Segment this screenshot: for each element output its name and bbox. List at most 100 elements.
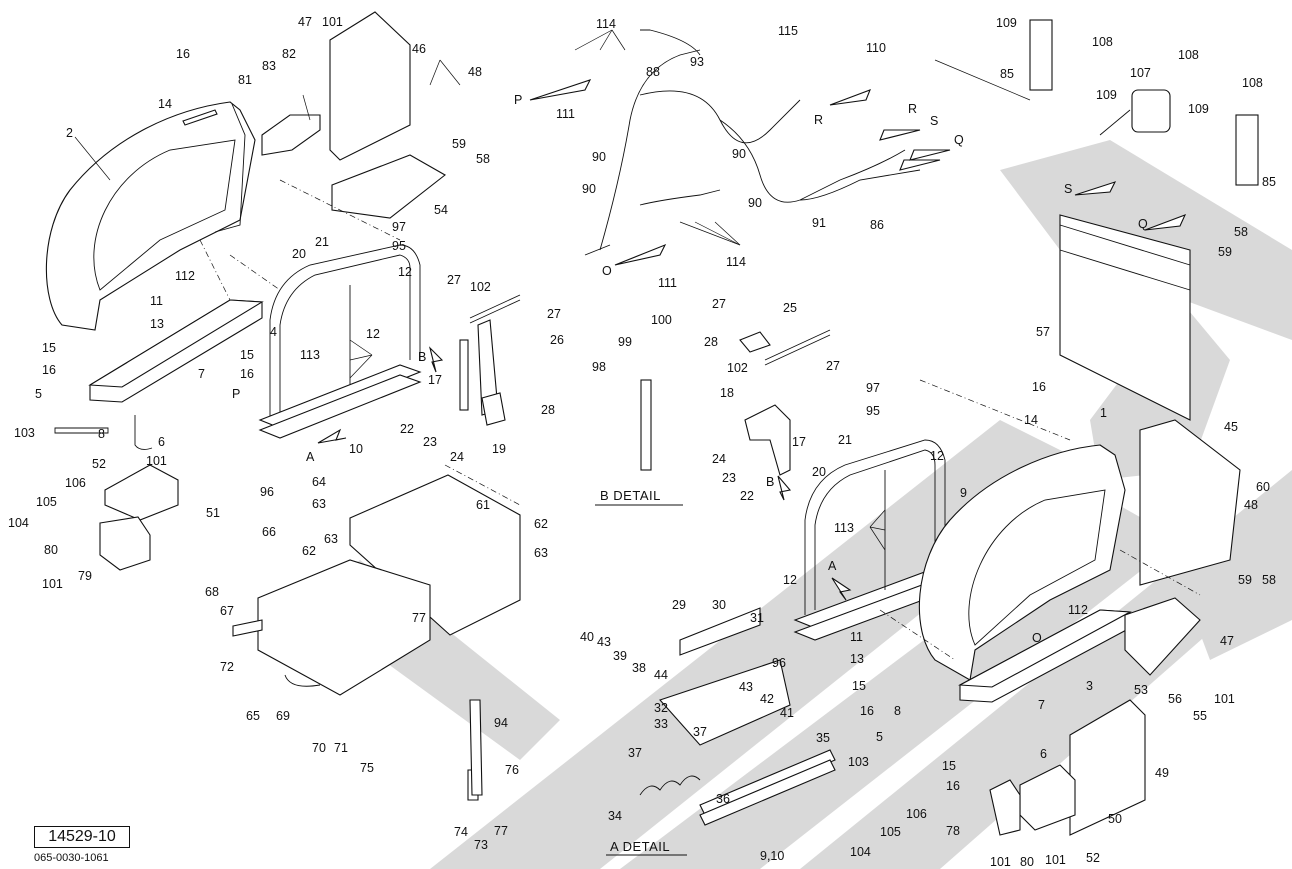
callout-99: 99: [618, 335, 632, 349]
callout-36: 36: [716, 792, 730, 806]
frame-rail-4: [88, 299, 264, 403]
callout-13: 13: [150, 317, 164, 331]
callout-104: 104: [850, 845, 871, 859]
callout-6: 6: [158, 435, 165, 449]
callout-24: 24: [450, 450, 464, 464]
callout-77: 77: [412, 611, 426, 625]
callout-43: 43: [739, 680, 753, 694]
callout-4: 4: [270, 325, 277, 339]
callout-97: 97: [866, 381, 880, 395]
callout-27: 27: [547, 307, 561, 321]
callout-42: 42: [760, 692, 774, 706]
callout-17: 17: [428, 373, 442, 387]
arrow-label-s: S: [930, 114, 938, 128]
callout-64: 64: [312, 475, 326, 489]
callout-101: 101: [322, 15, 343, 29]
callout-104: 104: [8, 516, 29, 530]
callout-90: 90: [592, 150, 606, 164]
callout-50: 50: [1108, 812, 1122, 826]
callout-75: 75: [360, 761, 374, 775]
callout-105: 105: [36, 495, 57, 509]
arrow-label-o: O: [1032, 631, 1042, 645]
callout-106: 106: [65, 476, 86, 490]
callout-21: 21: [315, 235, 329, 249]
gas-spring-17: [459, 339, 469, 411]
mount-107: [1131, 89, 1171, 133]
callout-16: 16: [240, 367, 254, 381]
panel-45: [1139, 419, 1241, 586]
callout-101: 101: [990, 855, 1011, 869]
arrow-a2: [831, 577, 852, 601]
wire-harness: [584, 29, 921, 256]
callout-94: 94: [494, 716, 508, 730]
callout-20: 20: [812, 465, 826, 479]
callout-14: 14: [1024, 413, 1038, 427]
bar-72: [232, 619, 263, 637]
callout-35: 35: [816, 731, 830, 745]
callout-34: 34: [608, 809, 622, 823]
callout-72: 72: [220, 660, 234, 674]
callout-57: 57: [1036, 325, 1050, 339]
callout-22: 22: [740, 489, 754, 503]
callout-3: 3: [1086, 679, 1093, 693]
callout-109: 109: [1188, 102, 1209, 116]
arrow-label-s: S: [1064, 182, 1072, 196]
frame-10: [258, 244, 422, 439]
callout-106: 106: [906, 807, 927, 821]
callout-101: 101: [42, 577, 63, 591]
callout-71: 71: [334, 741, 348, 755]
callout-23: 23: [722, 471, 736, 485]
callout-24: 24: [712, 452, 726, 466]
drawing-number-box: 14529-10: [34, 826, 130, 848]
callout-91: 91: [812, 216, 826, 230]
arrow-s2: [1074, 181, 1117, 196]
arrow-r1: [829, 89, 871, 106]
callout-48: 48: [1244, 498, 1258, 512]
callout-7: 7: [1038, 698, 1045, 712]
callout-17: 17: [792, 435, 806, 449]
callout-112: 112: [1068, 603, 1088, 617]
callout-85: 85: [1000, 67, 1014, 81]
callout-51: 51: [206, 506, 220, 520]
callout-68: 68: [205, 585, 219, 599]
callout-95: 95: [392, 239, 406, 253]
callout-15: 15: [240, 348, 254, 362]
callout-95: 95: [866, 404, 880, 418]
callout-93: 93: [690, 55, 704, 69]
callout-29: 29: [672, 598, 686, 612]
callout-74: 74: [454, 825, 468, 839]
right-guard-1: [918, 444, 1126, 681]
panel-65: [257, 559, 431, 696]
callout-97: 97: [392, 220, 406, 234]
callout-7: 7: [198, 367, 205, 381]
arrow-q2: [1144, 214, 1187, 231]
callout-61: 61: [476, 498, 490, 512]
assembly-lines: [199, 179, 1201, 661]
bracket-81: [261, 114, 321, 156]
cover-79: [99, 516, 151, 571]
callout-32: 32: [654, 701, 668, 715]
leader-lines: [74, 29, 886, 551]
bracket-51: [104, 464, 179, 521]
callout-62: 62: [302, 544, 316, 558]
arrow-label-p: P: [232, 387, 240, 401]
arrow-b2: [777, 475, 792, 501]
callout-15: 15: [942, 759, 956, 773]
callout-90: 90: [748, 196, 762, 210]
callout-58: 58: [1234, 225, 1248, 239]
callout-8: 8: [98, 427, 105, 441]
callout-58: 58: [476, 152, 490, 166]
callout-27: 27: [712, 297, 726, 311]
plate-14: [182, 109, 218, 126]
callout-15: 15: [852, 679, 866, 693]
panel-61: [349, 474, 521, 636]
bracket-78: [989, 779, 1021, 836]
callout-58: 58: [1262, 573, 1276, 587]
callout-49: 49: [1155, 766, 1169, 780]
callout-79: 79: [78, 569, 92, 583]
callout-96: 96: [772, 656, 786, 670]
callout-12: 12: [366, 327, 380, 341]
arrow-label-r: R: [814, 113, 823, 127]
callout-98: 98: [592, 360, 606, 374]
callout-62: 62: [534, 517, 548, 531]
